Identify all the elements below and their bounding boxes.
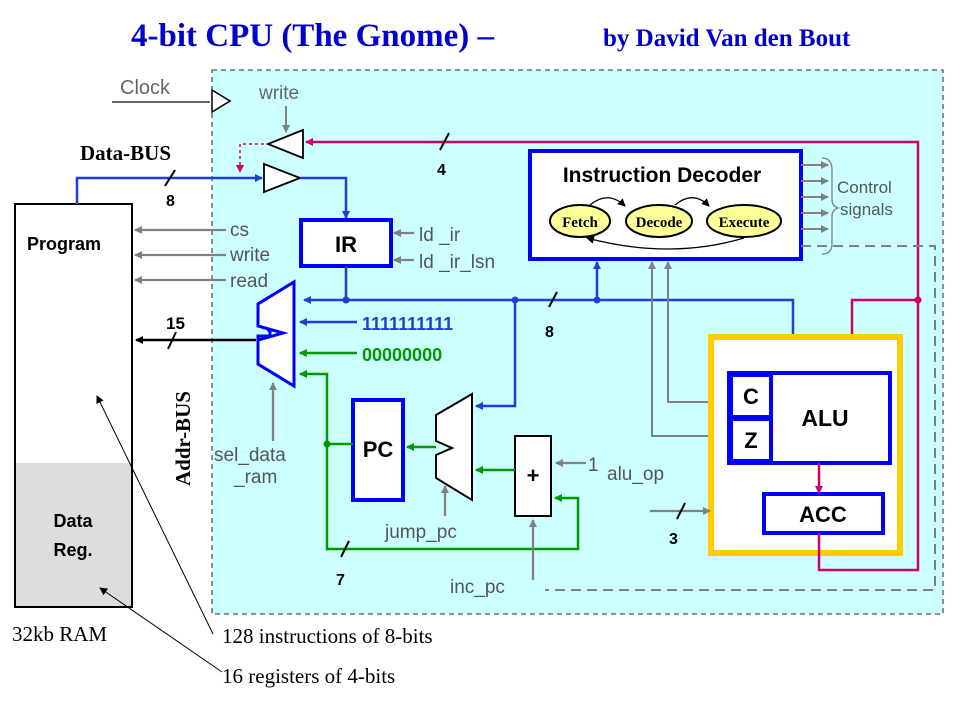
data-bus-label: Data-BUS [80, 141, 171, 165]
alu-label: ALU [801, 405, 848, 431]
title-main: 4-bit CPU (The Gnome) – [131, 18, 494, 54]
data-bus-width: 8 [166, 193, 175, 210]
ld-ir-lsn-label: ld _ir_lsn [419, 252, 495, 273]
addr-bus-label: Addr-BUS [171, 391, 195, 486]
fsm-fetch [549, 204, 611, 238]
acc-register [762, 492, 885, 535]
sel-data-label: sel_data [214, 445, 286, 466]
ram-data-label: Data [53, 511, 93, 531]
read-label: read [230, 271, 268, 292]
adder-one-label: 1 [588, 455, 599, 476]
zeros-label: 00000000 [362, 345, 442, 365]
ram-size-label: 32kb RAM [12, 622, 107, 646]
ir-label: IR [335, 232, 357, 257]
write-label: write [229, 245, 270, 266]
decoder-title: Instruction Decoder [563, 164, 761, 187]
clock-label: Clock [120, 77, 171, 99]
ones-label: 1111111111 [362, 314, 453, 334]
acc-feedback-wire [305, 138, 920, 300]
ram-reg-label: Reg. [53, 540, 92, 560]
clock-triangle-icon [211, 88, 232, 114]
alu-op-width: 3 [669, 531, 678, 548]
pc-mux [435, 392, 473, 502]
carry-flag [729, 373, 773, 419]
inc-pc-label: inc_pc [450, 577, 505, 598]
fsm-execute [706, 204, 782, 238]
fsm-decode-label: Decode [636, 215, 683, 231]
alu-op-label: alu_op [607, 464, 664, 485]
write-top-label: write [258, 83, 299, 104]
pc-label: PC [363, 437, 394, 462]
carry-label: C [743, 384, 759, 409]
acc-label: ACC [799, 502, 847, 527]
note-instructions: 128 instructions of 8-bits [222, 624, 433, 648]
cs-label: cs [230, 220, 249, 241]
tristate-in-icon [263, 162, 303, 194]
fsm-fetch-label: Fetch [562, 215, 598, 231]
title-author: by David Van den Bout [603, 25, 851, 52]
data-bus-wire [75, 174, 263, 204]
zero-label: Z [744, 428, 757, 453]
ram-program-label: Program [27, 234, 101, 254]
control-signals-2: signals [840, 200, 893, 219]
fsm-execute-label: Execute [719, 215, 770, 231]
sel-data-ram-label: _ram [233, 467, 277, 488]
tristate-out-icon [265, 128, 304, 160]
adder-label: + [527, 463, 540, 488]
control-signals-1: Control [837, 178, 892, 197]
bus8-label: 8 [545, 324, 554, 341]
adder-block [514, 435, 552, 517]
pc-width-label: 7 [336, 572, 345, 589]
zero-flag [729, 417, 773, 463]
addr-bus-width: 15 [166, 314, 185, 333]
note-registers: 16 registers of 4-bits [222, 664, 395, 688]
bus4-label: 4 [437, 162, 446, 179]
pc-register [351, 398, 405, 502]
fsm-decode [625, 204, 693, 238]
ram-data-reg-area [16, 463, 131, 606]
jump-pc-label: jump_pc [384, 522, 457, 543]
ld-ir-label: ld _ir [419, 225, 461, 246]
